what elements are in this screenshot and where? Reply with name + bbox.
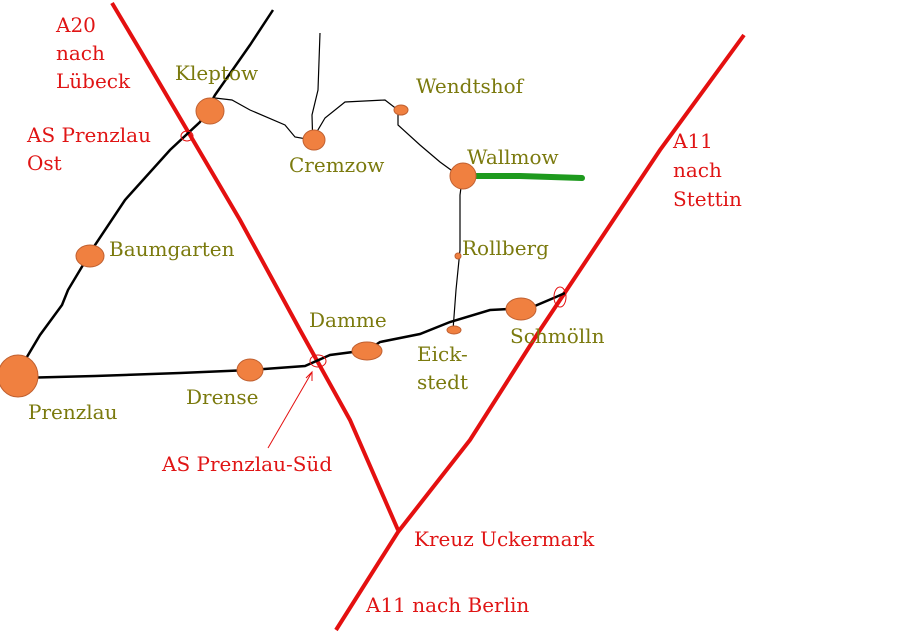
town-label: Kleptow bbox=[175, 61, 258, 85]
town-label: Prenzlau bbox=[28, 400, 118, 424]
highway-label: AS Prenzlau-Süd bbox=[161, 452, 332, 476]
highway-label: Ost bbox=[27, 151, 62, 175]
town-dot-damme bbox=[351, 341, 383, 361]
town-dot-eickstedt bbox=[446, 325, 462, 335]
highway-label: Lübeck bbox=[56, 69, 131, 93]
highway-label: A20 bbox=[55, 13, 96, 37]
town-dot-schmoelln bbox=[505, 297, 537, 321]
highway-label: Kreuz Uckermark bbox=[414, 527, 595, 551]
junction-marker-schmoelln bbox=[553, 286, 567, 308]
junction-marker-ost bbox=[180, 130, 194, 142]
town-dot-baumgarten bbox=[75, 244, 105, 268]
town-label: Drense bbox=[186, 385, 258, 409]
town-dot-cremzow bbox=[302, 129, 326, 151]
town-dot-kleptow bbox=[195, 97, 225, 125]
highway-label: Stettin bbox=[673, 187, 742, 211]
road-prenzlau-schmoelln bbox=[17, 291, 566, 380]
road-kleptow-wallmow bbox=[214, 97, 463, 179]
town-dot-rollberg bbox=[454, 252, 462, 260]
highway-label: A11 bbox=[672, 129, 713, 153]
town-label: Schmölln bbox=[510, 324, 605, 348]
town-dot-wallmow bbox=[449, 162, 477, 190]
highway-label: A11 nach Berlin bbox=[365, 593, 529, 617]
town-dot-drense bbox=[236, 358, 264, 382]
town-label: Wendtshof bbox=[416, 74, 525, 98]
highway-label: AS Prenzlau bbox=[26, 123, 151, 147]
town-label: stedt bbox=[417, 370, 468, 394]
road-wallmow-eickstedt bbox=[452, 179, 463, 331]
highlight-stroke bbox=[465, 173, 585, 181]
town-label: Rollberg bbox=[462, 236, 549, 260]
town-label: Wallmow bbox=[467, 145, 559, 169]
junction-marker-sued bbox=[309, 354, 327, 368]
town-label: Baumgarten bbox=[109, 237, 235, 261]
town-label: Damme bbox=[309, 308, 387, 332]
highway-label: nach bbox=[56, 41, 105, 65]
town-label: Eick- bbox=[417, 342, 468, 366]
town-dot-prenzlau bbox=[0, 354, 39, 398]
highway-label: nach bbox=[673, 158, 722, 182]
arrow-icon bbox=[267, 370, 313, 449]
town-label: Cremzow bbox=[289, 153, 384, 177]
a20-highway bbox=[110, 1, 400, 531]
road-b109 bbox=[16, 9, 275, 373]
town-dot-wendtshof bbox=[393, 104, 409, 116]
a11-highway bbox=[334, 33, 746, 632]
